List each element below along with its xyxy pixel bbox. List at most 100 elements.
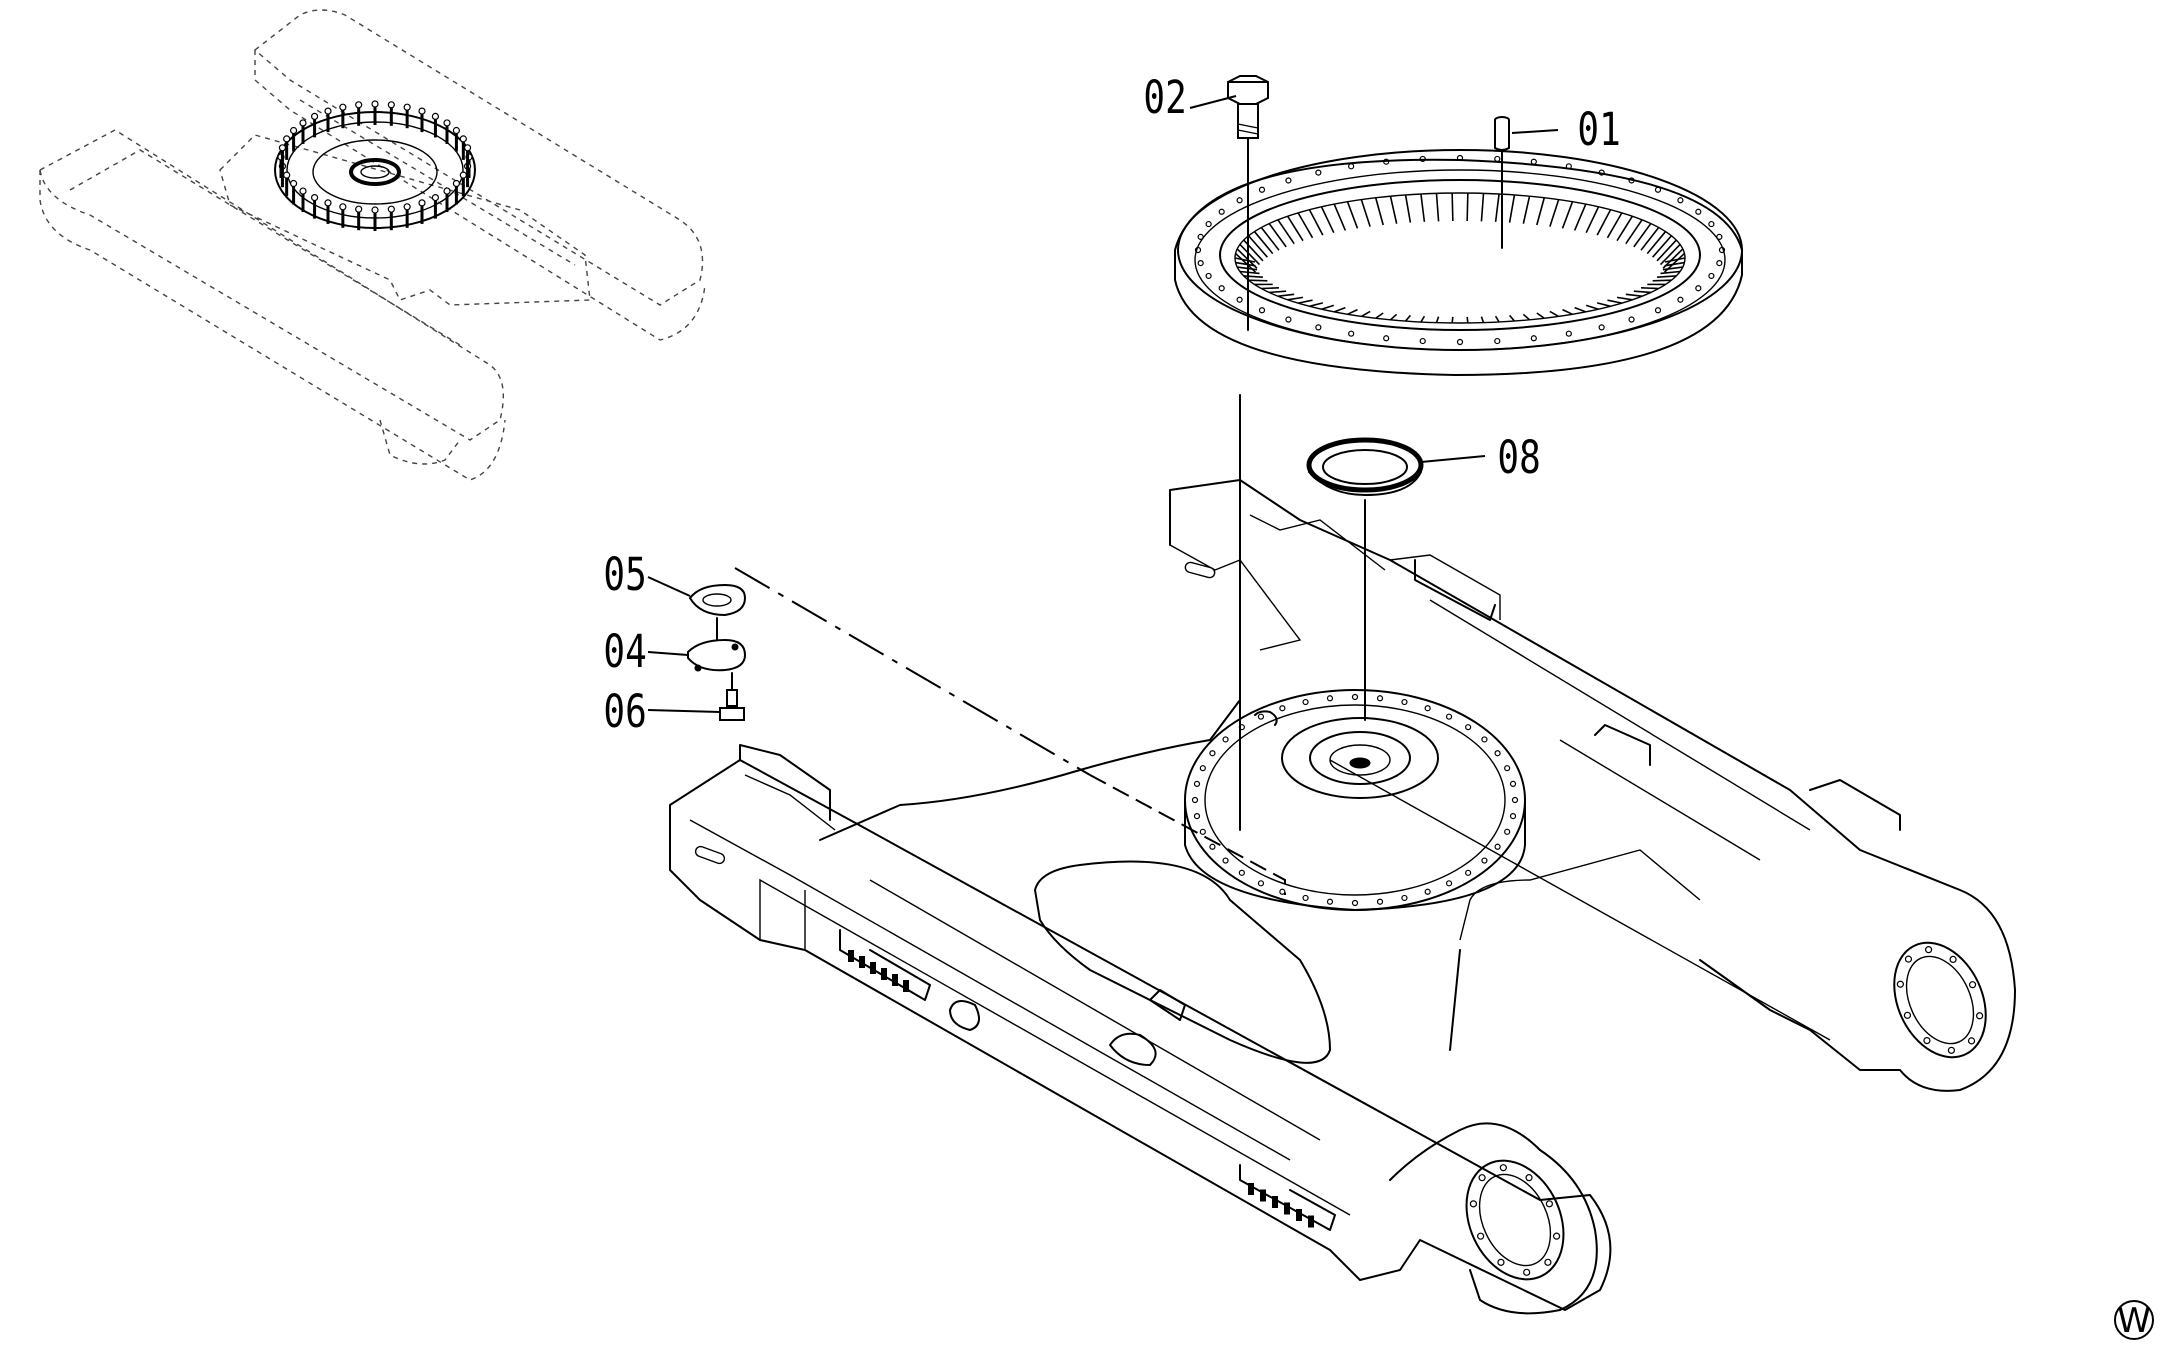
- gear-tooth: [1640, 226, 1660, 251]
- bearing-hole: [1695, 285, 1702, 292]
- idler-hole: [1949, 955, 1957, 964]
- gear-tooth: [1625, 293, 1643, 298]
- base-hole: [1445, 880, 1453, 887]
- base-hole: [1238, 869, 1245, 876]
- bearing-hole: [1197, 233, 1204, 241]
- base-hole: [1509, 780, 1517, 787]
- bearing-hole: [1236, 197, 1243, 204]
- thumbnail-bolt-head: [324, 107, 332, 115]
- thumbnail-bolt-head: [452, 179, 461, 188]
- thumbnail-bolt-head: [418, 199, 426, 207]
- bearing-hole: [1348, 163, 1355, 170]
- gear-tooth: [1585, 304, 1599, 310]
- gear-tooth: [1585, 206, 1600, 234]
- bolt-part-06: [719, 689, 745, 721]
- base-hole: [1326, 695, 1334, 702]
- base-hole: [1279, 705, 1286, 712]
- thumbnail-bolt-head: [403, 103, 411, 111]
- guide-slot: [1284, 1202, 1290, 1215]
- bearing-hole: [1708, 272, 1715, 280]
- bearing-hole: [1197, 259, 1204, 267]
- gear-tooth: [1652, 279, 1672, 282]
- base-hole: [1302, 698, 1309, 706]
- gear-tooth: [1656, 239, 1677, 262]
- callout-06: 06: [603, 685, 646, 738]
- callout-04: 04: [603, 625, 646, 678]
- gear-tooth: [1522, 196, 1531, 224]
- callout-02: 02: [1143, 71, 1186, 124]
- thumbnail-bolt-head: [431, 112, 440, 120]
- seal-part-08: [1306, 437, 1424, 496]
- assembly-lines: [647, 95, 1559, 895]
- gear-tooth: [1286, 215, 1304, 242]
- thumbnail-bolt-head: [443, 119, 451, 127]
- gear-tooth: [1562, 308, 1573, 316]
- gear-tooth: [1480, 193, 1485, 222]
- guide-slot: [870, 962, 876, 974]
- thumbnail-bolt-head: [283, 171, 291, 179]
- gear-tooth: [1268, 223, 1287, 248]
- gear-tooth: [1625, 219, 1643, 245]
- base-hole: [1494, 843, 1501, 850]
- bearing-hole: [1598, 324, 1605, 331]
- base-hole: [1193, 813, 1201, 820]
- gear-tooth: [1309, 302, 1324, 308]
- base-hole: [1401, 894, 1408, 902]
- bearing-hole: [1654, 186, 1662, 193]
- gear-tooth: [1374, 197, 1384, 226]
- bearing-hole: [1456, 338, 1464, 346]
- gear-tooth: [1234, 257, 1256, 263]
- gear-tooth: [1360, 310, 1371, 318]
- base-hole: [1465, 724, 1472, 731]
- thumbnail-bolt-head: [355, 205, 363, 213]
- base-hole: [1376, 898, 1384, 905]
- bearing-hole: [1494, 337, 1501, 345]
- gear-tooth: [1269, 290, 1287, 294]
- gear-tooth: [1522, 313, 1531, 321]
- plate-part-04: [687, 638, 747, 672]
- bearing-hole: [1530, 158, 1537, 165]
- idler-hole: [1525, 1174, 1533, 1182]
- track-guide-slots-left: [848, 950, 909, 992]
- idler-hole: [1967, 1037, 1976, 1045]
- base-hole: [1481, 736, 1488, 743]
- thumbnail-bolt-ring: [277, 100, 473, 231]
- bearing-hole: [1494, 155, 1501, 163]
- cover-part-05: [688, 583, 747, 617]
- track-guide-slots-right: [1248, 1183, 1314, 1228]
- thumbnail-bolt-head: [418, 107, 426, 115]
- base-hole: [1302, 894, 1309, 902]
- gear-tooth: [1657, 275, 1677, 278]
- callout-01: 01: [1577, 103, 1620, 156]
- gear-tooth: [1596, 209, 1612, 236]
- gear-tooth: [1389, 313, 1398, 321]
- bearing-hole: [1716, 233, 1723, 241]
- idler-hole: [1924, 946, 1933, 954]
- gear-tooth: [1574, 306, 1587, 313]
- idler-hole: [1477, 1232, 1485, 1240]
- gear-tooth: [1261, 287, 1280, 290]
- bearing-hole: [1530, 335, 1537, 342]
- thumbnail-bolt-head: [355, 101, 363, 109]
- idler-hole: [1947, 1046, 1956, 1054]
- base-hole: [1209, 750, 1216, 757]
- thumbnail-bolt-head: [371, 100, 379, 108]
- gear-tooth: [1664, 257, 1686, 263]
- bearing-hole: [1716, 259, 1723, 267]
- bearing-hole: [1677, 197, 1684, 204]
- bearing-hole: [1205, 220, 1212, 228]
- gear-tooth: [1607, 299, 1623, 304]
- gear-tooth: [1652, 235, 1673, 258]
- gear-tooth: [1480, 316, 1485, 323]
- base-hole: [1257, 880, 1265, 887]
- base-hole: [1209, 843, 1216, 850]
- gear-tooth: [1333, 306, 1346, 313]
- gear-tooth: [1561, 201, 1574, 229]
- gear-tooth: [1451, 316, 1454, 324]
- gear-tooth: [1247, 235, 1268, 258]
- bearing-hole: [1628, 177, 1635, 184]
- bearing-hole: [1205, 272, 1212, 280]
- bearing-hole: [1348, 330, 1355, 337]
- bearing-hole: [1315, 169, 1322, 176]
- thumbnail-bolt-head: [339, 203, 347, 211]
